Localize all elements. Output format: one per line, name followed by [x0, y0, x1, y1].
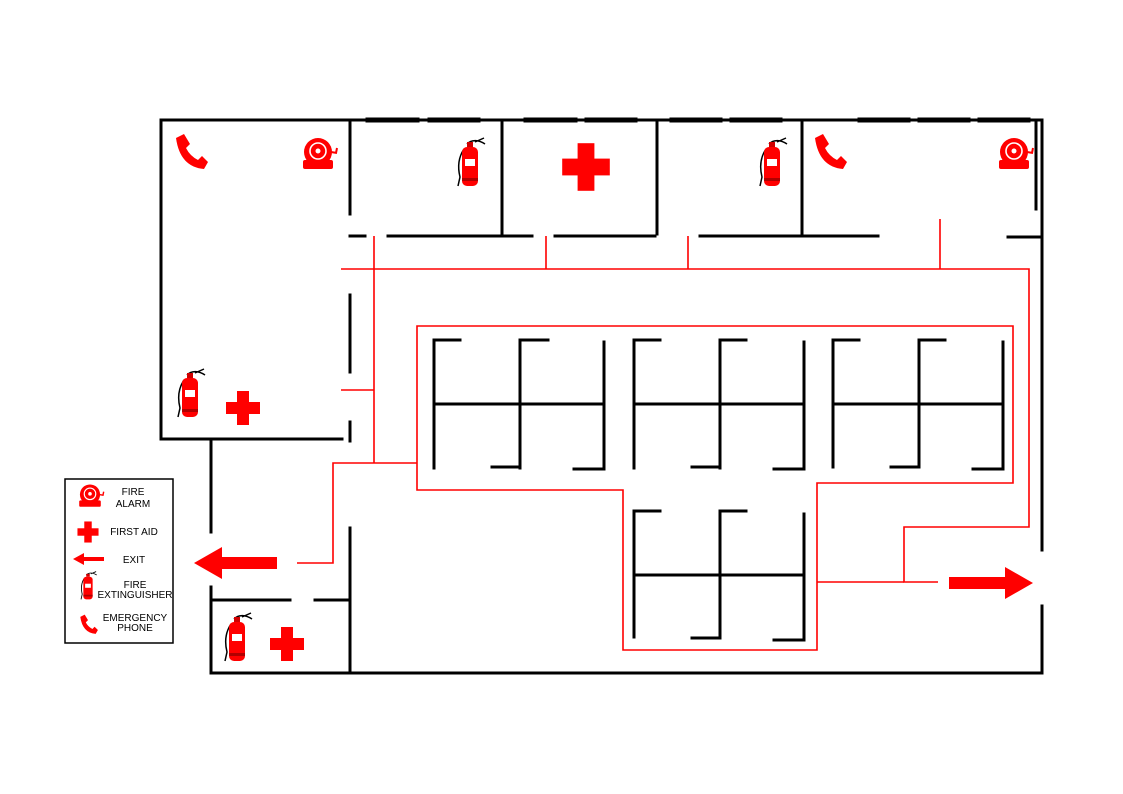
walls — [159, 118, 1044, 675]
cubicle-cluster — [831, 338, 1005, 471]
legend-label: FIRST AID — [110, 527, 158, 538]
cubicle-cluster — [632, 338, 806, 471]
fire-extinguisher-icon — [457, 137, 486, 187]
office-row-walls — [386, 118, 1044, 239]
svg-text:EXIT: EXIT — [123, 555, 145, 566]
legend-label: EXTINGUISHER — [97, 590, 172, 601]
legend-label: ALARM — [116, 499, 150, 510]
left-room-walls — [159, 118, 367, 443]
first-aid-icon — [226, 391, 260, 425]
fire-extinguisher-icon — [224, 612, 253, 662]
cubicle-cluster — [632, 509, 806, 642]
lower-left-walls — [209, 439, 352, 675]
exit-arrow-icon — [73, 553, 104, 565]
legend-item-first-aid: FIRST AID — [77, 521, 158, 543]
first-aid-icon — [270, 627, 304, 661]
legend-label: EMERGENCY — [103, 613, 168, 624]
svg-text:FIRST AID: FIRST AID — [110, 527, 158, 538]
fire-extinguisher-icon — [759, 137, 788, 187]
cubicle-cluster — [432, 338, 606, 471]
exit-arrow-icon — [194, 547, 277, 579]
fire-alarm-icon — [302, 137, 338, 170]
fire-extinguisher-icon — [177, 368, 206, 418]
legend-label: EXIT — [123, 555, 145, 566]
legend-item-exit: EXIT — [73, 553, 145, 566]
first-aid-icon — [562, 143, 610, 191]
evacuation-routes — [297, 219, 1030, 651]
emergency-phone-icon — [815, 134, 847, 169]
legend-label: FIRE — [124, 580, 147, 591]
exit-arrows — [194, 547, 1033, 599]
evacuation-route — [341, 219, 941, 463]
evacuation-route — [416, 325, 1014, 651]
exit-arrow-icon — [949, 567, 1033, 599]
legend-label: FIRE — [122, 487, 145, 498]
emergency-phone-icon — [176, 134, 208, 169]
fire-alarm-icon — [998, 137, 1034, 170]
evacuation-route — [341, 268, 1030, 583]
evacuation-route — [297, 462, 417, 564]
legend-label: PHONE — [117, 623, 153, 634]
